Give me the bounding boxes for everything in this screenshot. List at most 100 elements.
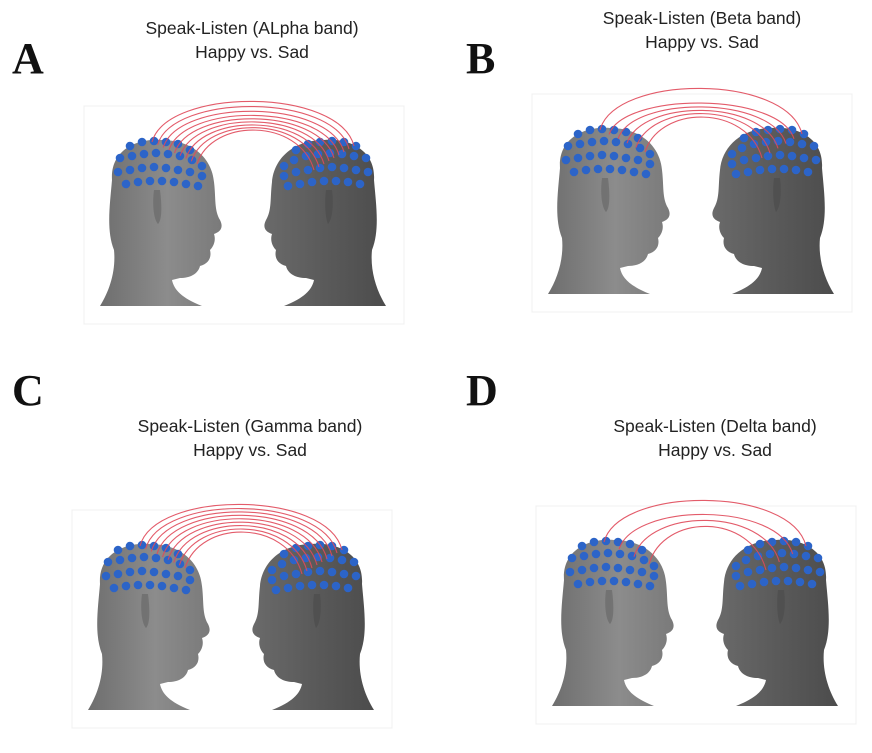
electrode	[137, 566, 147, 576]
connection-arc	[644, 116, 763, 159]
electrode	[739, 133, 749, 143]
heads-illustration	[535, 499, 857, 725]
electrode	[783, 576, 793, 586]
listener-head	[716, 536, 838, 706]
electrode	[327, 162, 337, 172]
electrode	[101, 571, 111, 581]
electrode	[289, 555, 299, 565]
electrode	[593, 164, 603, 174]
head-silhouette	[264, 139, 386, 306]
electrode	[561, 155, 571, 165]
electrode	[337, 555, 347, 565]
electrode	[193, 181, 203, 191]
electrode	[763, 151, 773, 161]
electrode	[197, 161, 207, 171]
connection-arc	[635, 113, 771, 154]
electrode	[755, 565, 765, 575]
heads-illustration	[531, 87, 853, 313]
panel-title-line1: Speak-Listen (Delta band)	[613, 416, 816, 436]
electrode	[579, 551, 589, 561]
electrode	[791, 563, 801, 573]
electrode	[283, 583, 293, 593]
electrode	[605, 164, 615, 174]
connection-arcs	[603, 499, 807, 571]
electrode	[279, 171, 289, 181]
electrode	[609, 151, 619, 161]
electrode	[803, 565, 813, 575]
electrode	[339, 163, 349, 173]
connection-arc	[617, 106, 787, 144]
electrode	[599, 136, 609, 146]
panel-title-line2: Happy vs. Sad	[193, 440, 307, 460]
electrode	[169, 177, 179, 187]
electrode	[125, 141, 135, 151]
electrode	[585, 151, 595, 161]
electrode	[149, 541, 159, 551]
connection-arcs	[599, 87, 803, 159]
electrode	[289, 155, 299, 165]
electrode	[621, 127, 631, 137]
electrode	[737, 143, 747, 153]
panel-letter: D	[466, 366, 498, 415]
electrode	[615, 549, 625, 559]
electrode	[283, 181, 293, 191]
electrode	[765, 549, 775, 559]
electrode	[779, 536, 789, 546]
electrode	[589, 537, 599, 547]
panel-b: B Speak-Listen (Beta band) Happy vs. Sad	[466, 8, 853, 313]
electrode	[175, 151, 185, 161]
electrode	[277, 559, 287, 569]
speaker-head	[88, 540, 210, 710]
electrode	[741, 555, 751, 565]
electrode	[169, 583, 179, 593]
electrode	[327, 567, 337, 577]
connection-arc	[161, 518, 323, 563]
electrode	[573, 579, 583, 589]
electrode	[585, 125, 595, 135]
electrode	[307, 580, 317, 590]
electrode	[801, 551, 811, 561]
connection-arc	[185, 124, 325, 165]
electrode	[163, 555, 173, 565]
electrode	[637, 545, 647, 555]
head-silhouette	[716, 539, 838, 706]
panel-a: A Speak-Listen (ALpha band) Happy vs. Sa…	[12, 18, 405, 325]
electrode	[151, 553, 161, 563]
electrode	[731, 561, 741, 571]
electrode	[173, 571, 183, 581]
electrode	[795, 577, 805, 587]
connection-arc	[184, 531, 303, 575]
panel-c: C Speak-Listen (Gamma band) Happy vs. Sa…	[12, 366, 393, 729]
electrode	[775, 150, 785, 160]
electrode	[185, 565, 195, 575]
electrode	[785, 137, 795, 147]
connection-arc	[173, 525, 313, 569]
electrode	[747, 579, 757, 589]
electrode	[145, 580, 155, 590]
electrode	[339, 569, 349, 579]
electrode	[727, 149, 737, 159]
ear-shape	[141, 594, 150, 628]
listener-head	[712, 124, 834, 294]
electrode	[751, 153, 761, 163]
connection-arc	[608, 102, 795, 139]
electrode	[791, 165, 801, 175]
electrode	[641, 169, 651, 179]
electrode	[133, 177, 143, 187]
connection-arc	[167, 521, 318, 566]
electrode	[343, 583, 353, 593]
electrode	[319, 580, 329, 590]
electrode	[587, 137, 597, 147]
electrode	[295, 581, 305, 591]
electrode	[601, 562, 611, 572]
head-silhouette	[552, 539, 674, 706]
electrode	[807, 579, 817, 589]
electrode	[767, 563, 777, 573]
electrode	[811, 155, 821, 165]
electrode	[149, 567, 159, 577]
heads-illustration	[83, 100, 405, 325]
electrode	[787, 151, 797, 161]
electrode	[139, 149, 149, 159]
electrode	[161, 569, 171, 579]
